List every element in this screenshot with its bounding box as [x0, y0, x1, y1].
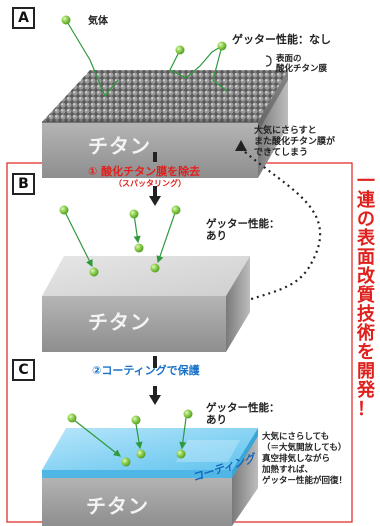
step-1-title: ① 酸化チタン膜を除去 [88, 165, 201, 178]
titanium-label-b: チタン [88, 310, 151, 334]
getter-label-c-line-2: あり [206, 414, 227, 426]
recovery-note-line-4: 加熱すれば、 [262, 465, 314, 475]
exposure-note-line-3: できてしまう [254, 148, 309, 158]
panel-a-letter: A [12, 7, 35, 29]
banner-char: 開 [357, 361, 375, 382]
banner-char: 術 [357, 323, 375, 344]
oxide-label-line-1: 表面の [276, 54, 302, 64]
panel-c-molecules [67, 409, 193, 467]
exposure-note-line-2: また酸化チタン膜が [254, 137, 336, 147]
panel-c-block [42, 428, 258, 526]
titanium-label-c: チタン [86, 494, 149, 518]
banner-char: を [357, 342, 375, 363]
banner-char: 表 [357, 228, 375, 249]
exposure-note-line-1: 大気にさらすと [254, 126, 317, 136]
getter-label-c: ゲッター性能： あり [206, 402, 280, 426]
getter-label-b-line-1: ゲッター性能： [206, 218, 280, 230]
banner-char: 技 [357, 304, 375, 325]
getter-label-b-line-2: あり [206, 230, 227, 242]
banner-char: 質 [357, 285, 375, 306]
banner-char: 連 [357, 190, 375, 211]
step-1-subtitle: （スパッタリング） [114, 179, 186, 188]
banner-char: 改 [357, 266, 375, 287]
banner-char: の [357, 209, 375, 230]
oxide-film-label: 表面の 酸化チタン膜 [276, 54, 327, 74]
panel-b-block [42, 256, 250, 352]
gas-label: 気体 [88, 16, 108, 27]
banner-char: 一 [357, 171, 375, 192]
oxide-label-line-2: 酸化チタン膜 [276, 64, 328, 74]
recovery-note-line-3: 真空排気しながら [262, 454, 331, 464]
return-dotted-curve [244, 151, 322, 302]
banner-char: ！ [357, 399, 375, 420]
side-banner: 一 連 の 表 面 改 質 技 術 を 開 発 ！ [354, 172, 378, 419]
recovery-note: 大気にさらしても （＝大気開放しても） 真空排気しながら 加熱すれば、 ゲッター… [262, 432, 347, 487]
titanium-label-a: チタン [88, 134, 151, 158]
banner-char: 面 [357, 247, 375, 268]
panel-b-molecules [59, 205, 181, 277]
step-2-title: ②コーティングで保護 [92, 364, 200, 377]
exposure-note: 大気にさらすと また酸化チタン膜が できてしまう [254, 126, 335, 159]
return-arrow-head [235, 140, 247, 151]
panel-b-letter: B [12, 173, 35, 195]
getter-label-b: ゲッター性能： あり [206, 218, 280, 242]
banner-char: 発 [357, 380, 375, 401]
panel-c-letter: C [12, 359, 35, 381]
getter-label-c-line-1: ゲッター性能： [206, 402, 280, 414]
panel-a-molecules [61, 15, 229, 98]
panel-a-block [42, 70, 288, 178]
recovery-note-line-2: （＝大気開放しても） [262, 443, 347, 453]
recovery-note-line-5: ゲッター性能が回復！ [262, 476, 348, 486]
getter-label-a: ゲッター性能：なし [232, 33, 331, 46]
recovery-note-line-1: 大気にさらしても [262, 432, 330, 442]
